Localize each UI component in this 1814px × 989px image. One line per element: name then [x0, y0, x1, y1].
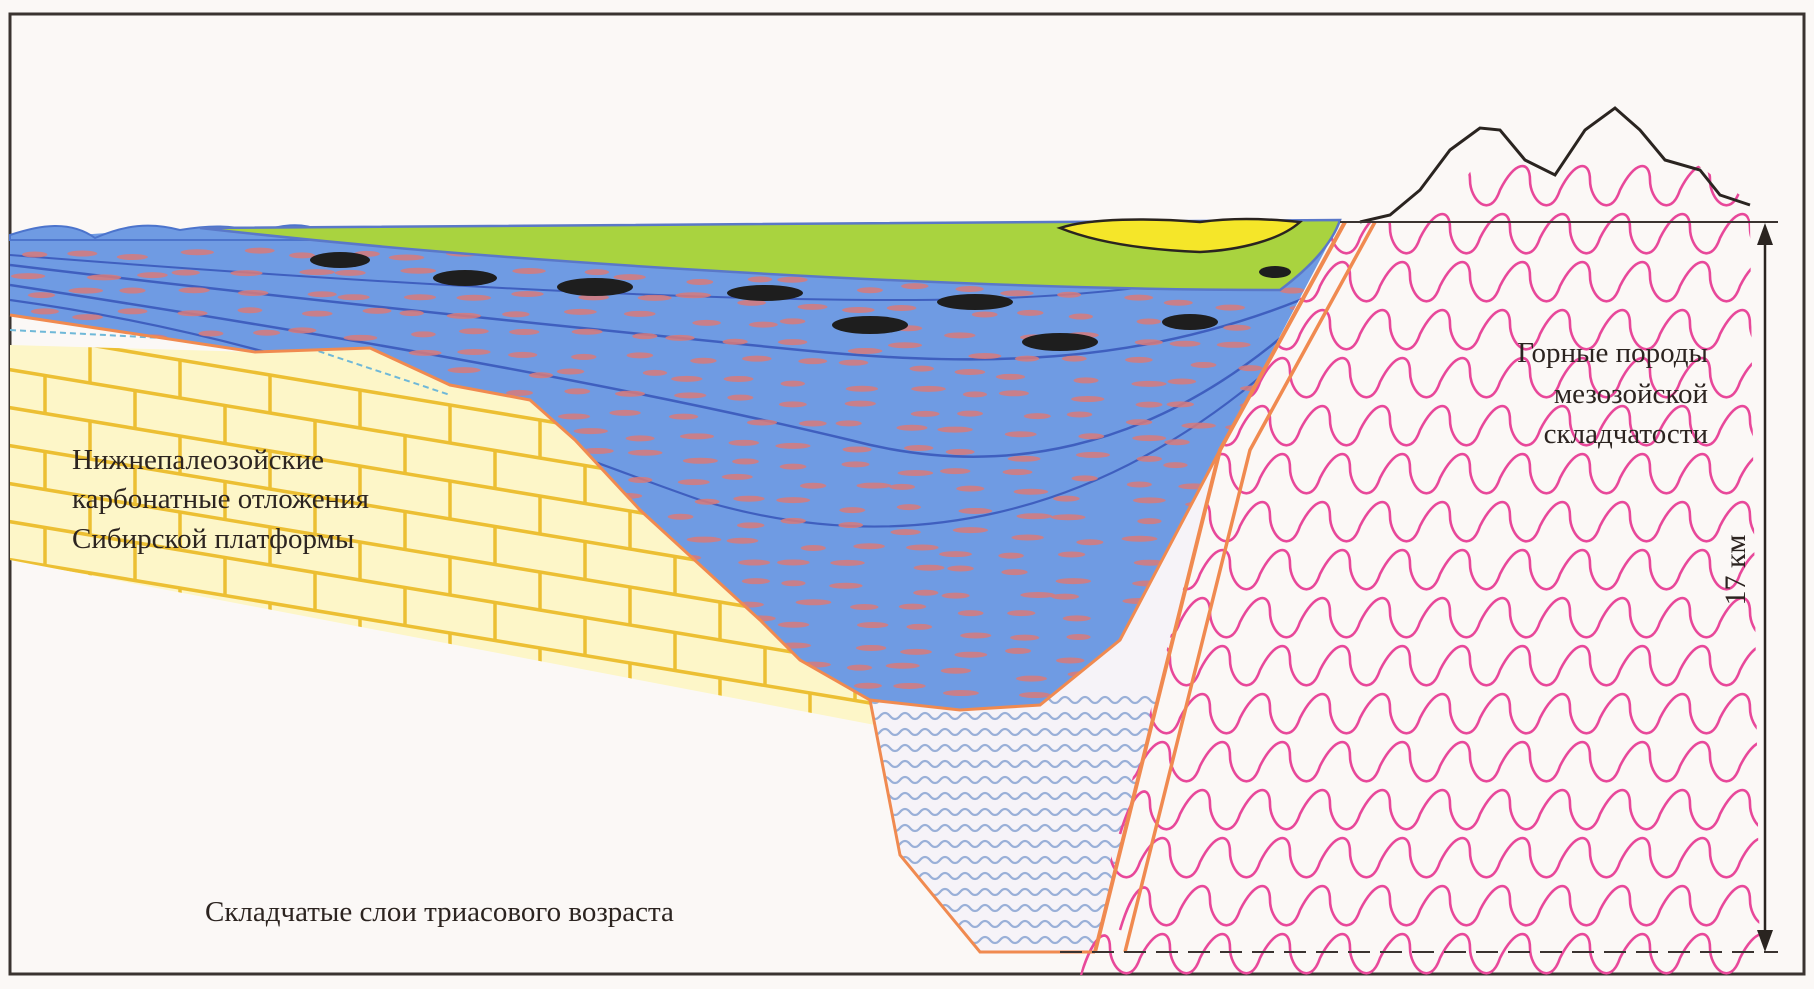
- mesozoic-label-line-3: складчатости: [1544, 418, 1708, 450]
- platform-label-line-2: карбонатные отложения: [72, 483, 369, 515]
- mesozoic-label-line-2: мезозойской: [1554, 378, 1708, 410]
- mesozoic-label-line-1: Горные породы: [1517, 337, 1708, 369]
- platform-label-line-1: Нижнепалеозойские: [72, 444, 324, 476]
- triassic-label: Складчатые слои триасового возраста: [205, 896, 674, 928]
- depth-scale-label: 17 км: [1719, 534, 1752, 605]
- platform-label-line-3: Сибирской платформы: [72, 523, 354, 555]
